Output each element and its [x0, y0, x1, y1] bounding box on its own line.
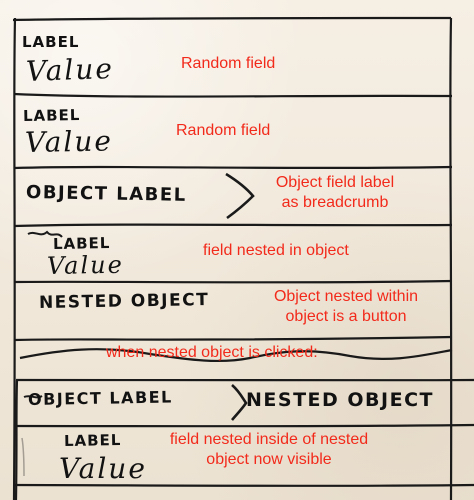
field1-note: Random field — [181, 55, 276, 72]
field1-label: LABEL — [22, 33, 80, 51]
breadcrumb2-root-label: OBJECT LABEL — [27, 387, 173, 409]
breadcrumb1-note-line1: Object field label — [275, 174, 395, 191]
nested-field-note: field nested in object — [203, 242, 349, 259]
final-field-value: Value — [59, 452, 147, 485]
final-field-note-line1: field nested inside of nested — [169, 431, 369, 448]
nested-object-label[interactable]: NESTED OBJECT — [38, 290, 210, 313]
nested-field-value: Value — [46, 250, 125, 280]
final-field-note-line2: object now visible — [206, 451, 332, 468]
breadcrumb2-child-label: NESTED OBJECT — [246, 389, 434, 411]
nested-object-note-line2: object is a button — [285, 308, 407, 325]
field2-label: LABEL — [22, 105, 81, 125]
field2-note: Random field — [176, 122, 271, 139]
breadcrumb1-note: Object field label as breadcrumb — [265, 173, 405, 213]
nested-object-note-line1: Object nested within — [273, 288, 419, 305]
nested-object-note: Object nested within object is a button — [271, 287, 421, 327]
breadcrumb1-label: OBJECT LABEL — [25, 182, 187, 206]
final-field-label: LABEL — [63, 430, 122, 450]
final-field-note: field nested inside of nested object now… — [159, 430, 379, 470]
transition-note: when nested object is clicked: — [106, 344, 318, 361]
field1-value: Value — [25, 51, 115, 88]
field2-value: Value — [24, 124, 114, 159]
breadcrumb1-note-line2: as breadcrumb — [281, 194, 389, 211]
